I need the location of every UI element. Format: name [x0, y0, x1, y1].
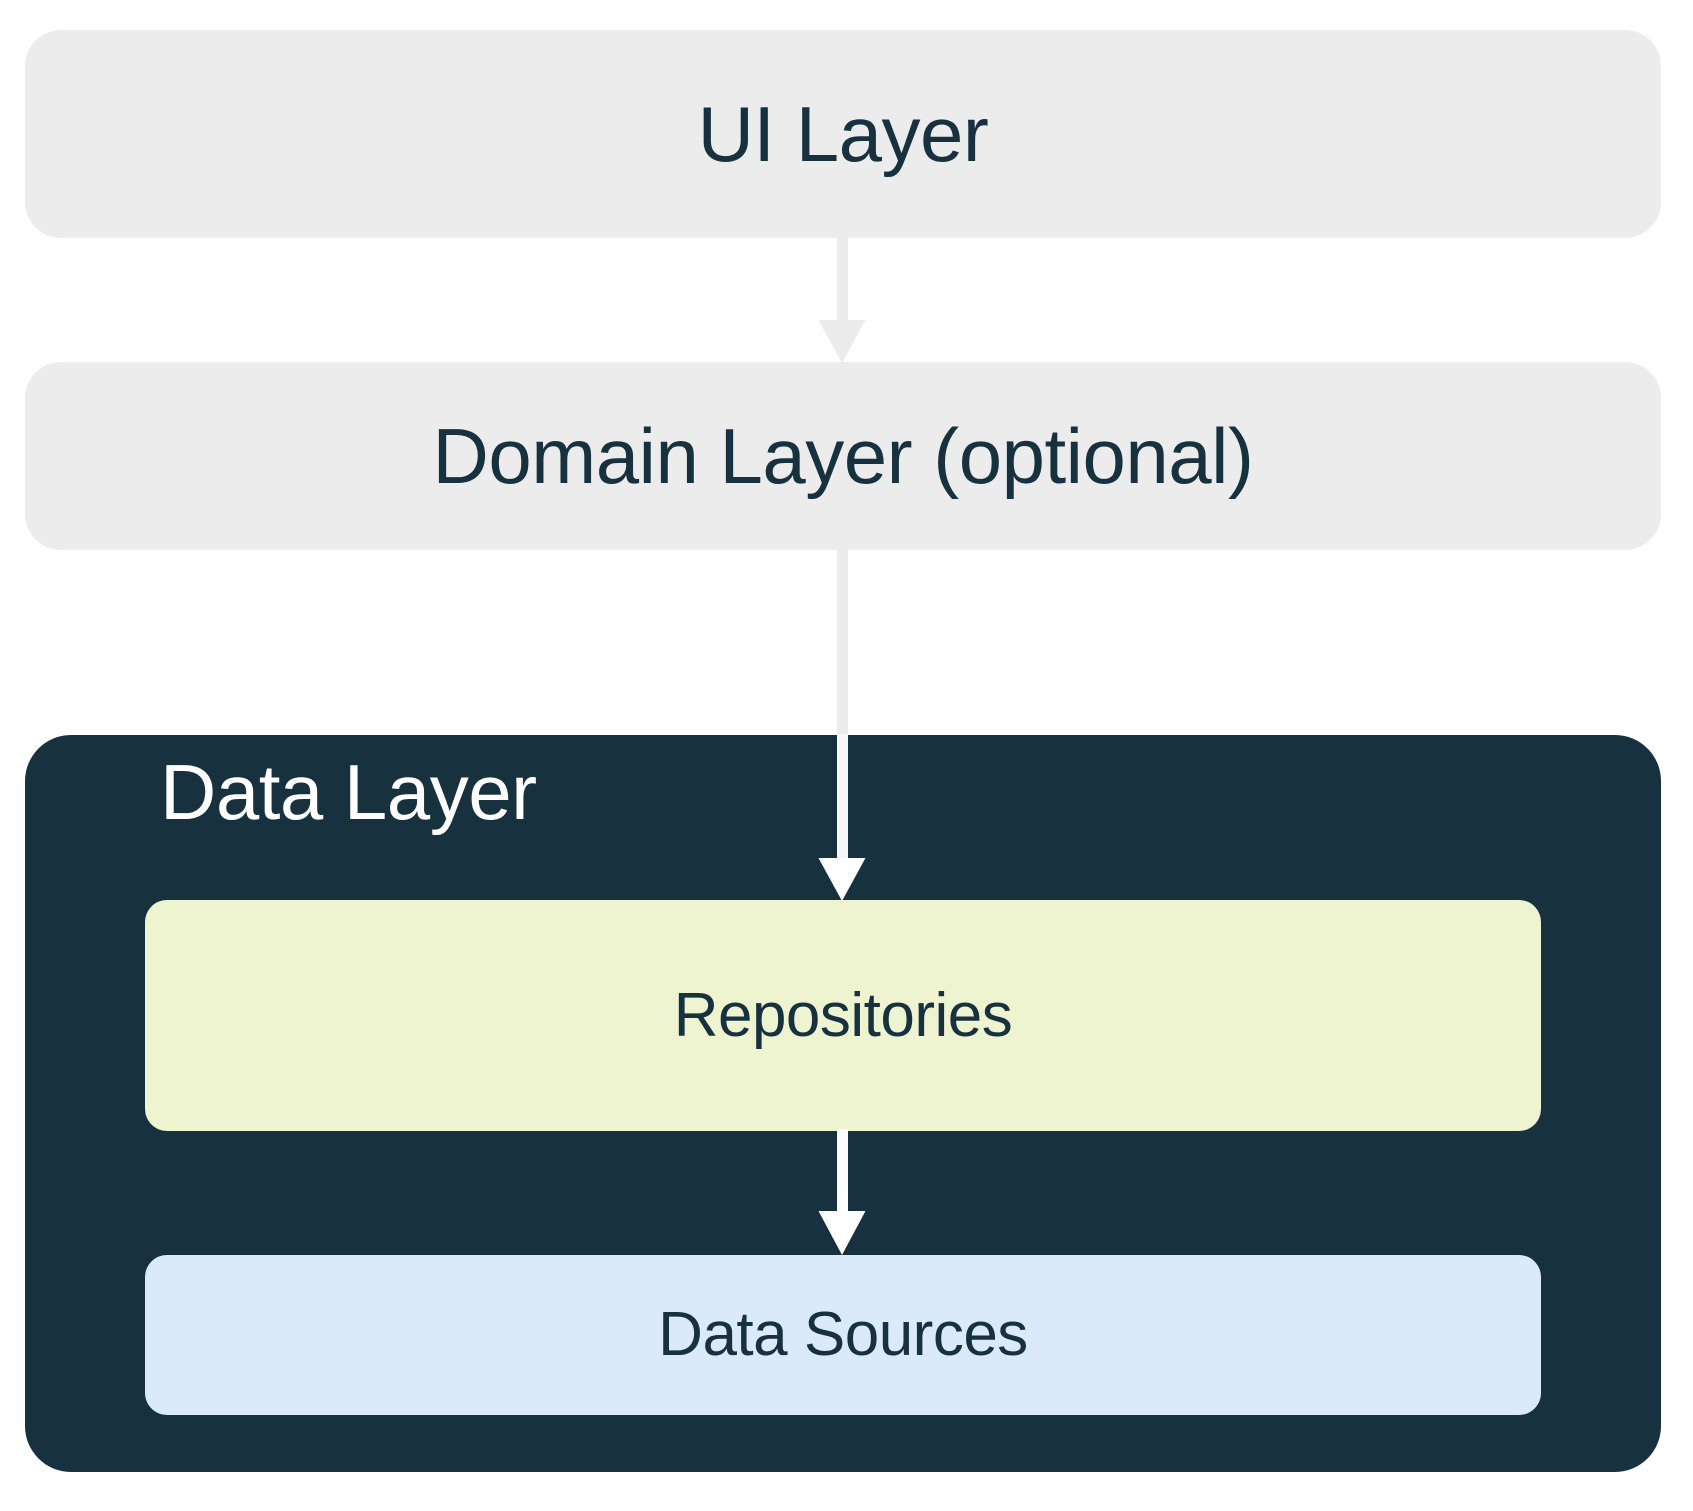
data-sources-label: Data Sources — [658, 1300, 1028, 1369]
data-sources-box: Data Sources — [145, 1255, 1541, 1415]
data-layer-label: Data Layer — [160, 748, 537, 836]
repositories-label: Repositories — [673, 980, 1013, 1050]
ui-layer-box: UI Layer — [25, 30, 1661, 238]
domain-layer-box: Domain Layer (optional) — [25, 362, 1661, 550]
ui-layer-label: UI Layer — [697, 90, 989, 178]
domain-layer-label: Domain Layer (optional) — [432, 412, 1254, 500]
arrow-domain-to-repositories-icon — [818, 548, 866, 901]
arrow-repositories-to-data-sources-icon — [818, 1129, 866, 1255]
arrow-ui-to-domain-icon — [818, 236, 866, 363]
repositories-box: Repositories — [145, 900, 1541, 1131]
